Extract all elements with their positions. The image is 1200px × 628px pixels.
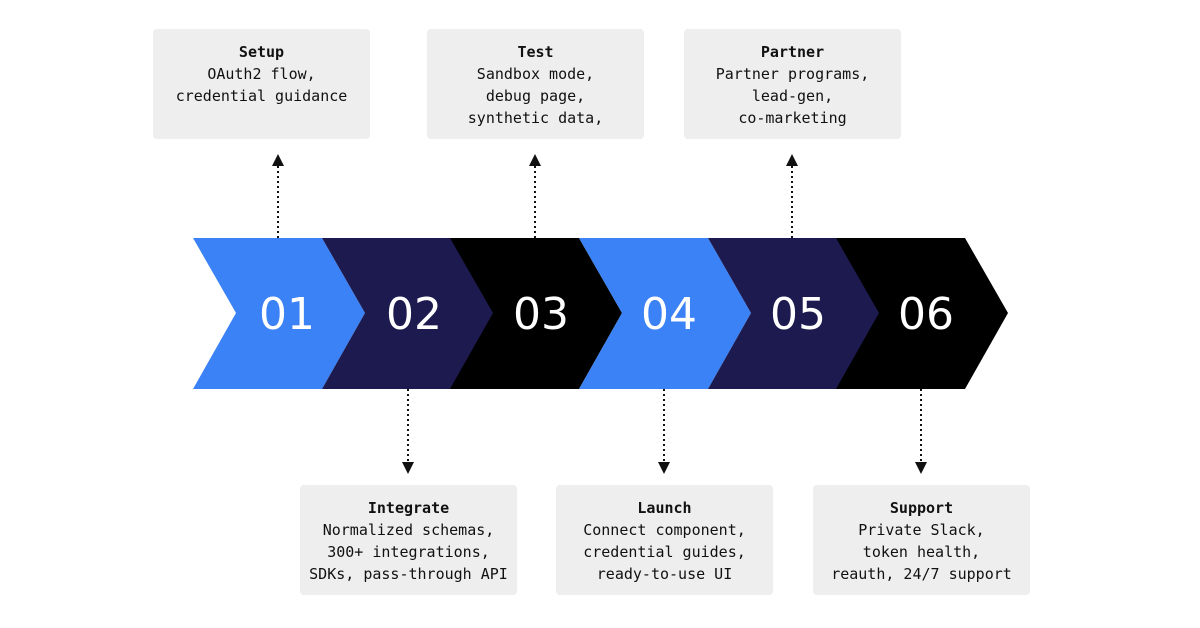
step-number-03: 03	[513, 289, 569, 340]
card-line: Sandbox mode,	[476, 65, 595, 83]
step-number-02: 02	[386, 289, 442, 340]
chevron-step-04	[579, 238, 751, 389]
step-number-05: 05	[770, 289, 826, 340]
card-line: token health,	[862, 543, 981, 561]
card-line: 300+ integrations,	[327, 543, 490, 561]
card-title: Test	[517, 43, 554, 61]
card-line: Partner programs,	[715, 65, 870, 83]
card-line: debug page,	[485, 87, 586, 105]
card-line: Normalized schemas,	[322, 521, 495, 539]
step-number-06: 06	[898, 289, 954, 340]
card-line: Connect component,	[583, 521, 746, 539]
card-line: credential guidance	[175, 87, 348, 105]
chevron-step-01	[193, 238, 365, 389]
card-title: Integrate	[367, 499, 450, 517]
card-title: Launch	[637, 499, 692, 517]
card-partner: Partner Partner programs, lead-gen, co-m…	[684, 29, 901, 139]
card-launch: Launch Connect component, credential gui…	[556, 485, 773, 595]
card-line: co-marketing	[738, 109, 847, 127]
card-line: credential guides,	[583, 543, 746, 561]
card-integrate: Integrate Normalized schemas, 300+ integ…	[300, 485, 517, 595]
chevron-step-02	[322, 238, 494, 389]
card-title: Setup	[238, 43, 285, 61]
card-test: Test Sandbox mode, debug page, synthetic…	[427, 29, 644, 139]
chevron-step-03	[450, 238, 622, 389]
card-support: Support Private Slack, token health, rea…	[813, 485, 1030, 595]
card-line: Private Slack,	[858, 521, 985, 539]
card-title: Partner	[760, 43, 825, 61]
card-line: ready-to-use UI	[596, 565, 733, 583]
card-line: synthetic data,	[467, 109, 604, 127]
step-number-04: 04	[641, 289, 697, 340]
card-title: Support	[889, 499, 954, 517]
card-setup: Setup OAuth2 flow, credential guidance	[153, 29, 370, 139]
card-line: lead-gen,	[751, 87, 834, 105]
step-number-01: 01	[259, 289, 315, 340]
chevron-step-05	[708, 238, 880, 389]
card-line: OAuth2 flow,	[207, 65, 316, 83]
card-line: reauth, 24/7 support	[831, 565, 1012, 583]
card-line: SDKs, pass-through API	[309, 565, 508, 583]
chevron-step-06	[836, 238, 1008, 389]
